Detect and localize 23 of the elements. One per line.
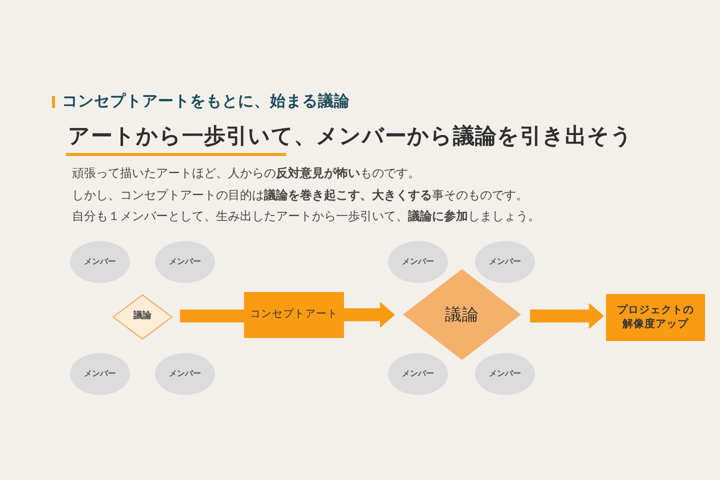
- body-text: 頑張って描いたアートほど、人からの反対意見が怖いものです。: [72, 165, 420, 181]
- node-label: メンバー: [489, 256, 521, 268]
- member-ellipse: [388, 241, 448, 283]
- node-label: プロジェクトの解像度アップ: [616, 304, 695, 332]
- node-label: 議論: [445, 304, 479, 326]
- arrow: [344, 302, 395, 328]
- node-label: メンバー: [402, 368, 434, 380]
- process-box: [244, 292, 344, 338]
- body-text: 自分も１メンバーとして、生み出したアートから一歩引いて、議論に参加しましょう。: [72, 208, 540, 224]
- node-label: メンバー: [402, 256, 434, 268]
- arrow: [530, 303, 604, 329]
- process-box: [606, 294, 705, 341]
- node-label: 議論: [134, 311, 152, 323]
- section-heading: コンセプトアートをもとに、始まる議論: [62, 92, 350, 111]
- node-label: メンバー: [169, 256, 201, 268]
- node-label: メンバー: [169, 368, 201, 380]
- node-label: メンバー: [84, 256, 116, 268]
- member-ellipse: [475, 241, 535, 283]
- body-text: しかし、コンセプトアートの目的は議論を巻き起こす、大きくする事そのものです。: [72, 187, 528, 203]
- node-label: メンバー: [84, 368, 116, 380]
- node-label: コンセプトアート: [250, 308, 338, 322]
- node-label: メンバー: [489, 368, 521, 380]
- slide-title: アートから一歩引いて、メンバーから議論を引き出そう: [68, 124, 633, 150]
